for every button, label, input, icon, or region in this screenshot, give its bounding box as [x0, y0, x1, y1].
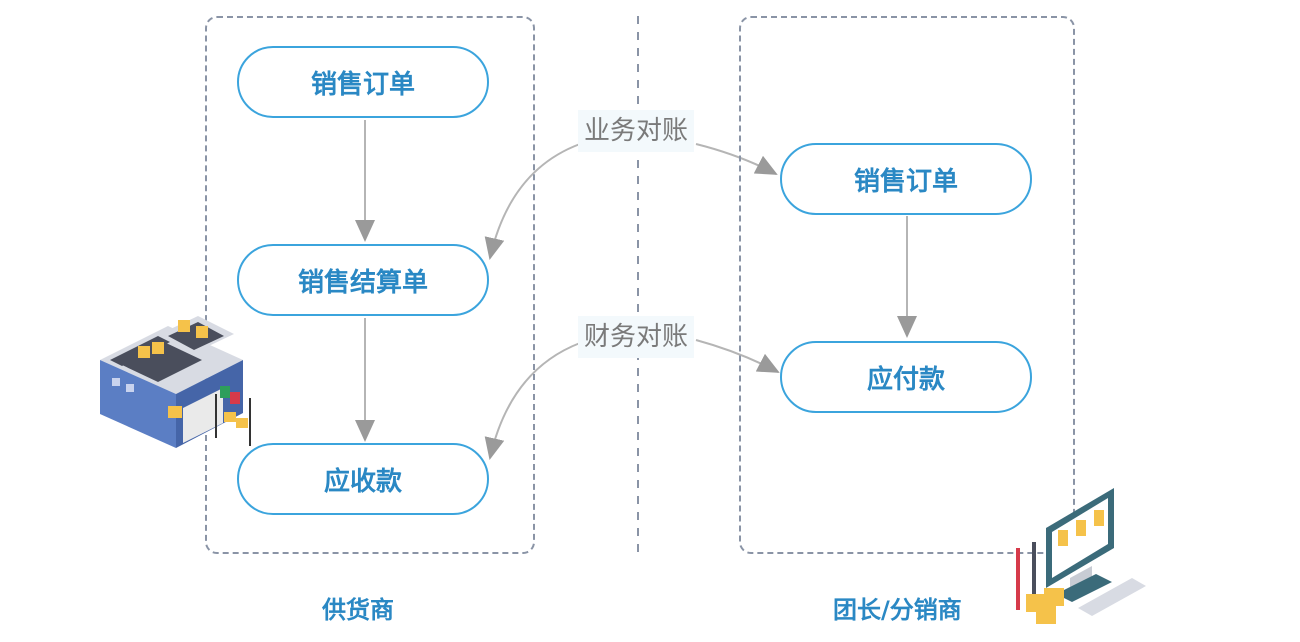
- distributor-sales-order-node[interactable]: 销售订单: [780, 143, 1032, 215]
- distributor-group: [739, 16, 1075, 554]
- business-reconciliation-label: 业务对账: [578, 110, 695, 152]
- financial-reconciliation-label: 财务对账: [578, 316, 695, 358]
- arrow-business-to-settlement: [484, 143, 581, 260]
- arrow-financial-to-payable: [695, 339, 780, 373]
- supplier-sales-order-node[interactable]: 销售订单: [237, 46, 489, 118]
- supplier-receivable-node[interactable]: 应收款: [237, 443, 489, 515]
- arrow-financial-to-receivable: [484, 342, 581, 460]
- warehouse-illustration: [100, 316, 251, 448]
- supplier-group: [205, 16, 535, 554]
- arrow-business-to-dist-order: [695, 143, 778, 175]
- supplier-settlement-node[interactable]: 销售结算单: [237, 244, 489, 316]
- computer-illustration: [1016, 488, 1146, 624]
- distributor-payable-node[interactable]: 应付款: [780, 341, 1032, 413]
- distributor-title: 团长/分销商: [833, 596, 962, 624]
- supplier-title: 供货商: [322, 596, 394, 624]
